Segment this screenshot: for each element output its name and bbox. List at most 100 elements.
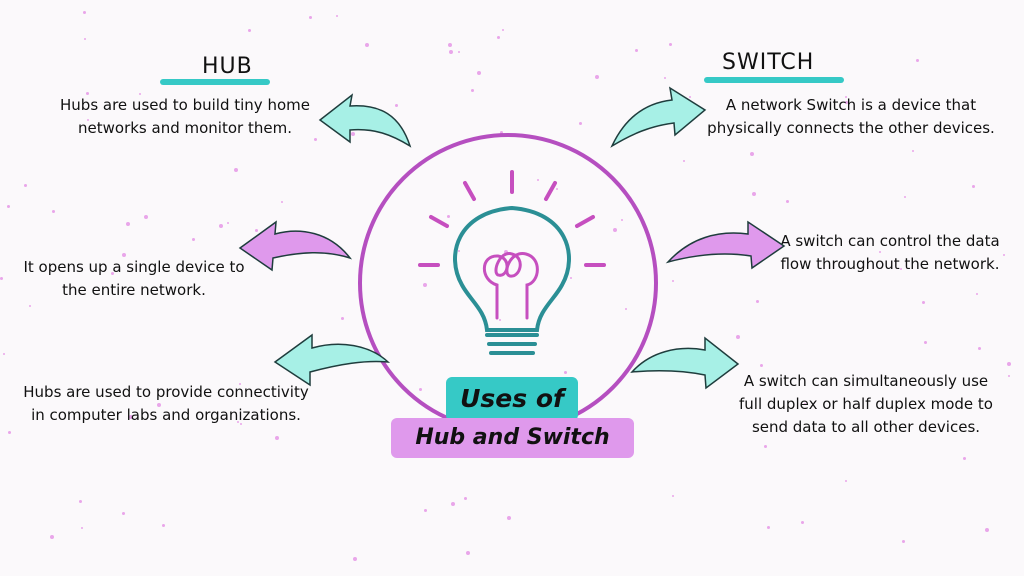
background-dot: [234, 168, 238, 172]
background-dot: [24, 184, 27, 187]
background-dot: [87, 119, 89, 121]
background-dot: [240, 423, 242, 425]
background-dot: [1008, 375, 1010, 377]
background-dot: [504, 250, 508, 254]
background-dot: [447, 215, 450, 218]
background-dot: [122, 512, 125, 515]
background-dot: [79, 500, 82, 503]
background-dot: [570, 277, 572, 279]
background-dot: [237, 421, 239, 423]
background-dot: [621, 219, 623, 221]
background-dot: [84, 38, 86, 40]
background-dot: [767, 526, 770, 529]
background-dot: [507, 516, 511, 520]
background-dot: [756, 300, 759, 303]
background-dot: [86, 92, 89, 95]
background-dot: [122, 253, 126, 257]
background-dot: [972, 185, 975, 188]
background-dot: [916, 59, 919, 62]
background-dot: [985, 528, 989, 532]
background-dot: [564, 371, 567, 374]
background-dot: [922, 301, 925, 304]
background-dot: [613, 228, 617, 232]
background-dot: [672, 280, 674, 282]
background-dot: [365, 43, 369, 47]
background-dot: [669, 43, 672, 46]
background-dot: [760, 364, 763, 367]
arrow-hub-2: [238, 220, 353, 272]
background-dot: [458, 51, 460, 53]
background-dot: [29, 305, 31, 307]
background-dot: [419, 388, 422, 391]
arrow-switch-3: [630, 336, 740, 390]
lightbulb-icon: [418, 170, 606, 355]
background-dot: [341, 317, 344, 320]
background-dot: [924, 341, 927, 344]
background-dot: [845, 96, 847, 98]
background-dot: [351, 132, 355, 136]
background-dot: [477, 71, 481, 75]
background-dot: [683, 160, 685, 162]
background-dot: [978, 347, 981, 350]
background-dot: [579, 122, 582, 125]
background-dot: [451, 502, 455, 506]
background-dot: [219, 224, 223, 228]
background-dot: [7, 205, 10, 208]
background-dot: [424, 509, 427, 512]
background-dot: [139, 93, 141, 95]
background-dot: [689, 96, 691, 98]
background-dot: [423, 283, 427, 287]
background-dot: [1003, 254, 1005, 256]
switch-heading: SWITCH: [722, 50, 815, 75]
background-dot: [976, 293, 978, 295]
switch-heading-underline: [704, 77, 844, 83]
hub-point-2: It opens up a single device to the entir…: [23, 258, 245, 299]
background-dot: [912, 150, 914, 152]
arrow-hub-3: [273, 333, 391, 387]
background-dot: [466, 551, 470, 555]
arrow-switch-1: [610, 86, 707, 148]
background-dot: [192, 238, 195, 241]
background-dot: [625, 308, 627, 310]
background-dot: [162, 524, 165, 527]
switch-point-3: A switch can simultaneously use full dup…: [739, 372, 993, 436]
background-dot: [664, 77, 666, 79]
background-dot: [736, 335, 740, 339]
background-dot: [336, 15, 338, 17]
background-dot: [904, 196, 906, 198]
background-dot: [248, 29, 251, 32]
background-dot: [275, 436, 279, 440]
background-dot: [449, 50, 453, 54]
background-dot: [556, 188, 558, 190]
background-dot: [111, 272, 114, 275]
background-dot: [786, 200, 789, 203]
background-dot: [801, 521, 804, 524]
background-dot: [502, 29, 504, 31]
background-dot: [157, 403, 161, 407]
background-dot: [255, 229, 258, 232]
background-dot: [500, 131, 503, 134]
background-dot: [752, 192, 756, 196]
background-dot: [1007, 362, 1011, 366]
arrow-hub-1: [318, 93, 412, 148]
background-dot: [595, 75, 599, 79]
center-label-uses-of: Uses of: [446, 377, 578, 421]
background-dot: [83, 11, 86, 14]
background-dot: [81, 527, 83, 529]
background-dot: [52, 210, 55, 213]
background-dot: [227, 222, 229, 224]
hub-heading-underline: [160, 79, 270, 85]
background-dot: [672, 495, 674, 497]
background-dot: [471, 89, 474, 92]
background-dot: [879, 251, 881, 253]
background-dot: [963, 457, 966, 460]
background-dot: [458, 250, 460, 252]
center-label-hub-and-switch: Hub and Switch: [391, 418, 634, 458]
background-dot: [8, 431, 11, 434]
background-dot: [3, 353, 5, 355]
background-dot: [464, 497, 467, 500]
switch-point-1: A network Switch is a device that physic…: [707, 96, 995, 137]
background-dot: [845, 480, 847, 482]
